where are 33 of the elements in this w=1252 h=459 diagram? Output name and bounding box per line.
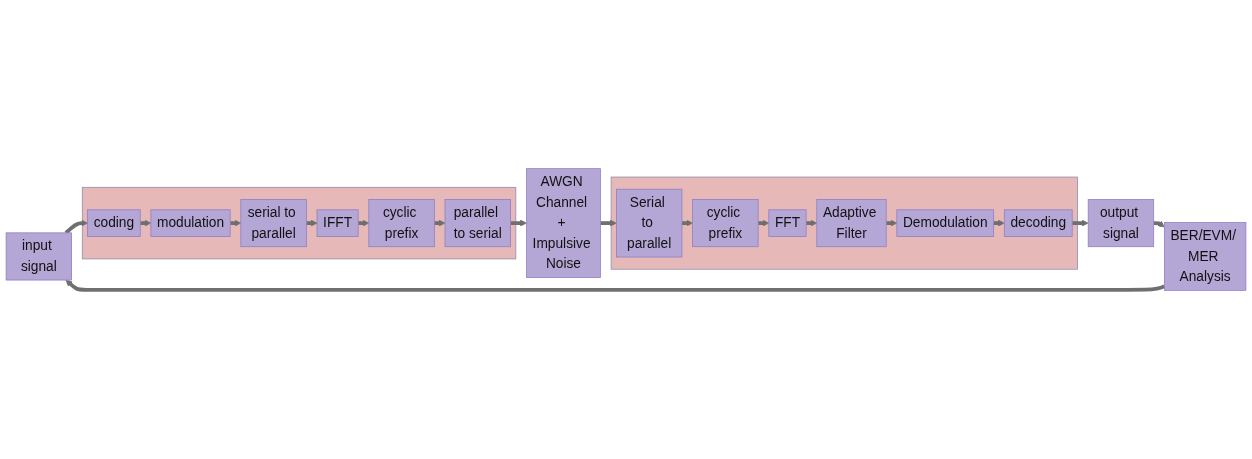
node-box: decoding [1003,209,1073,237]
node-box: AWGN Channel + Impulsive Noise [526,168,601,278]
node-box: Demodulation [896,209,995,237]
arrow [757,219,770,227]
arrow [885,219,898,227]
node-box: input signal [5,232,72,281]
node-box: coding [87,209,141,237]
node-box: Serial to parallel [616,188,683,258]
arrow [992,219,1005,227]
arrow [305,219,318,227]
arrow [680,219,693,227]
node-box: parallel to serial [444,199,511,248]
node-box: BER/EVM/ MER Analysis [1163,222,1247,291]
cluster [81,186,517,260]
node-box: FFT [768,209,807,237]
arrow [1152,220,1165,228]
node-box: IFFT [316,209,359,237]
arrow [229,219,242,227]
arrow [433,219,446,227]
arrow [599,219,617,227]
node-box: serial to parallel [240,199,307,248]
node-box: output signal [1087,199,1155,248]
node-box: cyclic prefix [368,199,435,248]
arrow [1071,219,1089,227]
node-box: modulation [150,209,231,237]
node-box: cyclic prefix [692,199,759,248]
arrow [509,219,527,227]
arrow [357,219,370,227]
node-box: Adaptive Filter [816,199,887,248]
arrow [65,279,1166,292]
arrow [805,219,818,227]
cluster [610,176,1078,270]
arrow [139,219,152,227]
